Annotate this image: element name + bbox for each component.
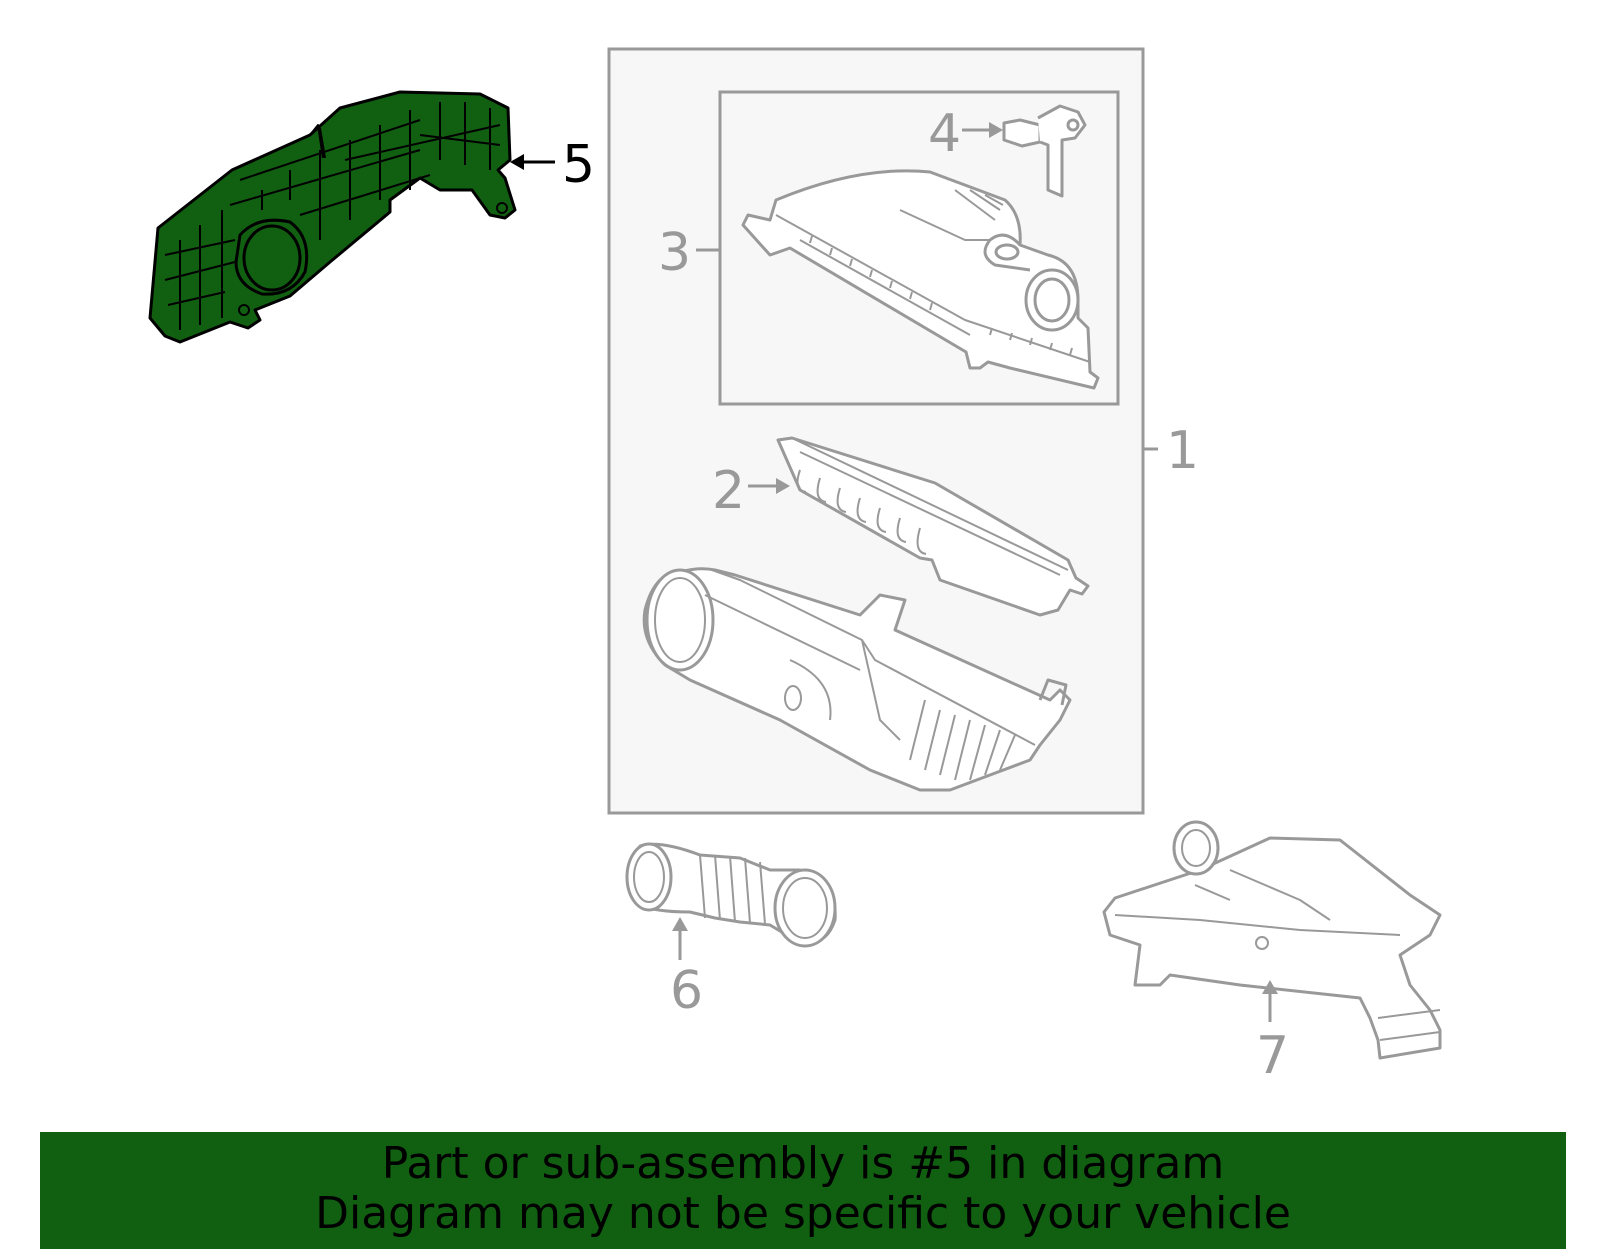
part-7-resonator[interactable]: [1102, 820, 1442, 1060]
arrow-4: [989, 122, 1003, 138]
arrow-7: [1262, 980, 1278, 994]
arrow-5: [510, 154, 524, 170]
info-banner: Part or sub-assembly is #5 in diagram Di…: [40, 1132, 1566, 1249]
callout-4: 4: [928, 104, 961, 164]
callout-3: 3: [658, 223, 691, 283]
callout-7: 7: [1256, 1026, 1289, 1086]
part-1-lower-housing[interactable]: [642, 567, 1072, 792]
part-2-filter[interactable]: [776, 436, 1090, 617]
part-4-sensor[interactable]: [1002, 104, 1087, 198]
parts-diagram: 5 4 3 1 2 6 7: [148, 47, 1442, 1086]
callout-5: 5: [562, 135, 595, 195]
arrowheads: [510, 122, 1278, 994]
callout-1: 1: [1166, 421, 1199, 481]
banner-line-disclaimer: Diagram may not be specific to your vehi…: [315, 1188, 1291, 1239]
arrow-6: [672, 917, 688, 931]
part-5-air-duct[interactable]: [148, 90, 517, 344]
banner-line-part: Part or sub-assembly is #5 in diagram: [381, 1138, 1225, 1189]
arrow-2: [776, 478, 790, 494]
callout-6: 6: [670, 961, 703, 1021]
part-6-intake-hose[interactable]: [625, 842, 837, 948]
callout-2: 2: [712, 461, 745, 521]
part-3-upper-cover[interactable]: [741, 169, 1100, 390]
